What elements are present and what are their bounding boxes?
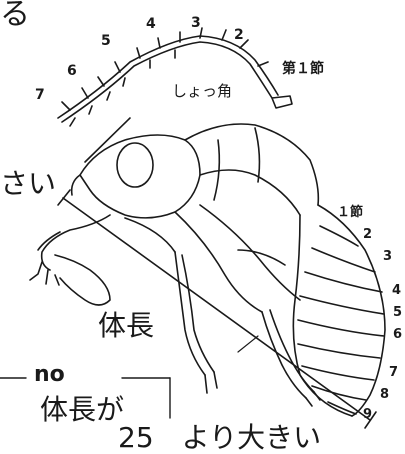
antenna-segment-7: 7 (35, 88, 45, 102)
abdomen-segment-8: 8 (380, 388, 389, 401)
antenna-segment-4: 4 (146, 17, 156, 31)
abdomen-segment-4: 4 (392, 284, 401, 297)
abdomen-segment-2: 2 (363, 228, 372, 241)
cicada-foreleg (30, 215, 175, 305)
antenna-drawing (58, 28, 292, 126)
abdomen-segment-5: 5 (393, 306, 402, 319)
cicada-wing-pad (175, 205, 300, 312)
antenna-segment-5: 5 (101, 34, 111, 48)
antenna-segment-3: 3 (191, 16, 201, 30)
antenna-label: しょっ角 (170, 84, 234, 99)
abdomen-segment-7: 7 (389, 366, 398, 379)
cicada-thorax (185, 124, 318, 215)
body-length-label: 体長 (98, 312, 154, 340)
abdomen-segment-6: 6 (393, 328, 402, 341)
left-partial-text: さい (0, 170, 56, 198)
abdomen-first-segment-label: １節 (337, 206, 363, 219)
abdomen-segment-9: 9 (363, 408, 372, 421)
answer-bottom-text: 25 より大きい (118, 424, 321, 452)
top-partial-text: る (0, 0, 30, 30)
answer-top-text: 体長が (40, 396, 124, 424)
no-label: no (30, 364, 69, 386)
antenna-segment-6: 6 (67, 64, 77, 78)
antenna-first-segment-label: 第１節 (282, 62, 324, 76)
antenna-segment-2: 2 (234, 28, 244, 42)
cicada-head (72, 135, 200, 218)
abdomen-segment-3: 3 (383, 250, 392, 263)
